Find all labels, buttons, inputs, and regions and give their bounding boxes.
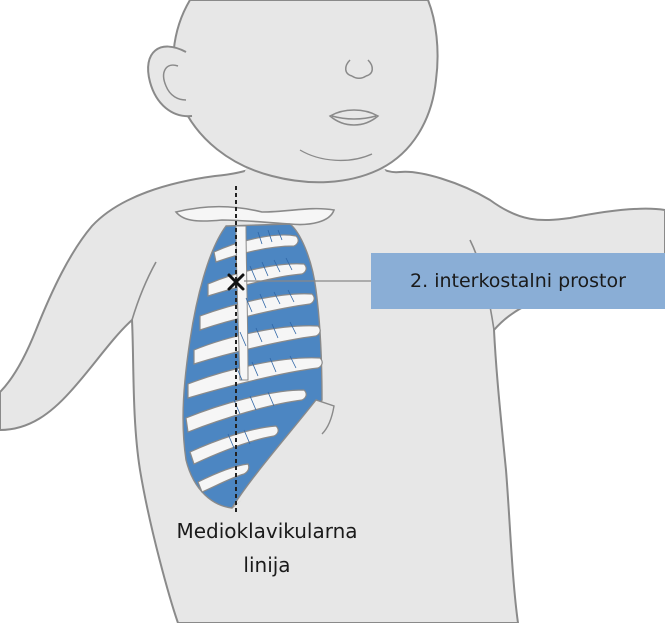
intercostal-callout: 2. interkostalni prostor (371, 253, 665, 309)
intercostal-callout-label: 2. interkostalni prostor (410, 270, 626, 292)
midclavicular-label: Medioklavikularna linija (174, 514, 360, 582)
midclavicular-label-line2: linija (174, 548, 360, 582)
midclavicular-label-line1: Medioklavikularna (174, 514, 360, 548)
head (173, 0, 437, 182)
ear (148, 47, 192, 117)
